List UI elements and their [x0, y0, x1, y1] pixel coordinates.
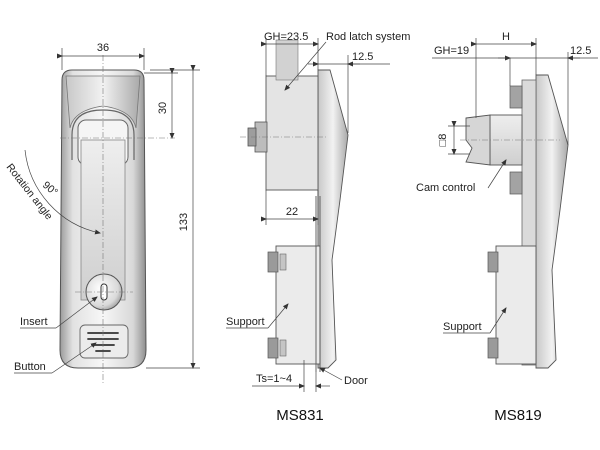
button-leader-2 — [51, 342, 97, 374]
ms831-rod-latch-block — [265, 75, 319, 191]
ms819-cam-leader — [487, 159, 507, 189]
ms831-door-leader — [319, 367, 343, 381]
ms831-support-leader-2 — [267, 303, 289, 329]
ms819-support-nut-top — [487, 251, 499, 273]
ms831-support-nut-top — [267, 251, 279, 273]
ms831-support-nut-bottom — [267, 337, 279, 359]
ms831-rod-latch-label: Rod latch system — [326, 31, 410, 43]
button-label: Button — [14, 361, 46, 373]
ms831-view: GH=23.5 Rod latch system 12.5 22 Support… — [226, 31, 410, 424]
ms819-h-dim: H — [502, 31, 510, 43]
ms819-support-label: Support — [443, 321, 482, 333]
ms831-rod-latch-leader — [284, 41, 327, 91]
ms819-support-block — [495, 245, 537, 365]
ms819-support-nut-bottom — [487, 337, 499, 359]
rotation-arc — [24, 149, 101, 235]
ms819-nut-mid — [509, 171, 523, 195]
ms831-caption: MS831 — [276, 407, 324, 424]
ms819-support-leader-2 — [489, 307, 507, 334]
front-top-dim: 30 — [157, 102, 169, 114]
ms819-cam-label: Cam control — [416, 182, 475, 194]
ms831-support-label: Support — [226, 316, 265, 328]
ms819-offset-dim: 12.5 — [570, 45, 591, 57]
ms831-width-dim: 22 — [286, 206, 298, 218]
ms831-door-label: Door — [344, 375, 368, 387]
ms831-washer-bottom — [279, 339, 287, 357]
front-height-dim: 133 — [178, 213, 190, 231]
ms831-handle-profile — [317, 69, 349, 369]
ms831-ts-dim: Ts=1~4 — [256, 373, 292, 385]
ms819-handle-profile — [535, 74, 569, 369]
front-view: 36 30 133 90° Rotation angle Insert Butt… — [4, 42, 200, 385]
front-width-dim: 36 — [97, 42, 109, 54]
ms819-gh-dim: GH=19 — [434, 45, 469, 57]
ms819-view: H GH=19 12.5 □8 Cam control Support MS81… — [416, 31, 598, 424]
insert-leader-2 — [55, 296, 98, 329]
ms819-nut-top — [509, 85, 523, 109]
ms819-cam-dim: □8 — [437, 134, 449, 147]
ms831-washer-top — [279, 253, 287, 271]
push-button — [79, 324, 129, 359]
ms819-caption: MS819 — [494, 407, 542, 424]
ms831-gh-dim: GH=23.5 — [264, 31, 308, 43]
ms831-offset-dim: 12.5 — [352, 51, 373, 63]
rotation-angle-value: 90° — [40, 179, 60, 198]
ms831-rod-latch-inner — [275, 39, 299, 81]
insert-label: Insert — [20, 316, 48, 328]
